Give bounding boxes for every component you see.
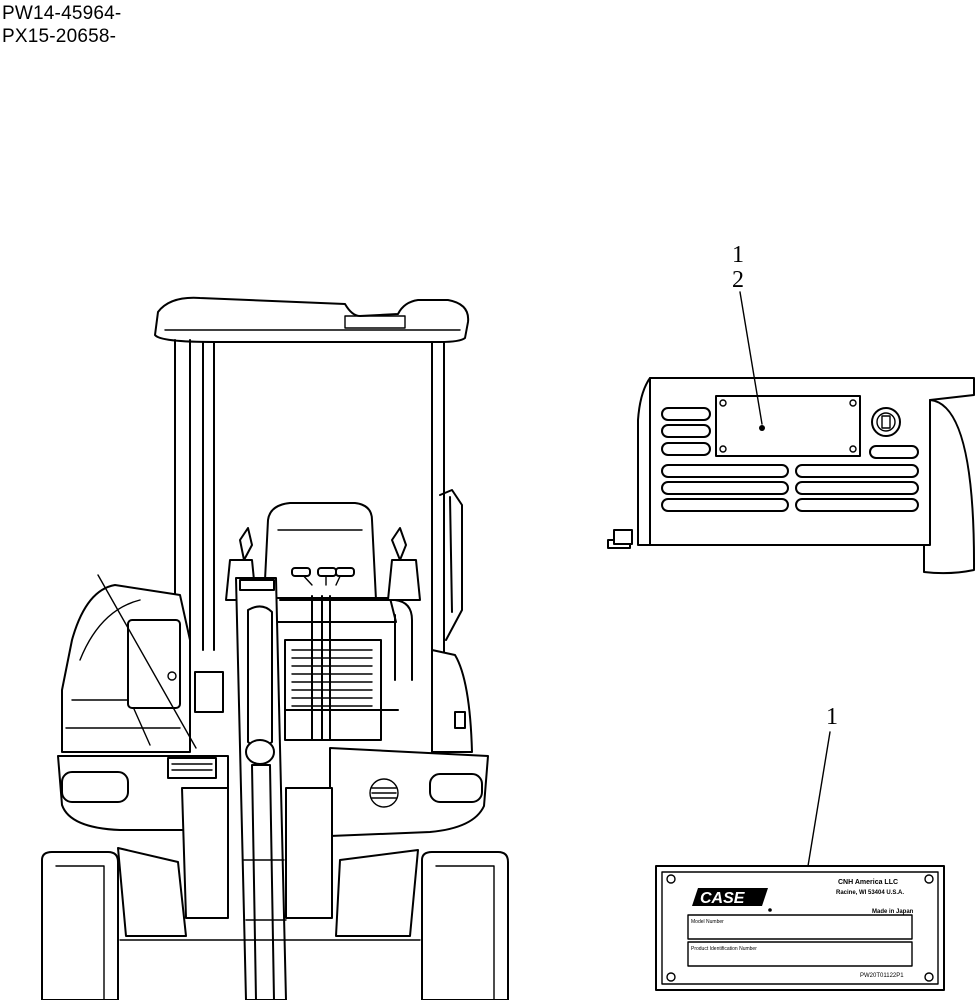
leader-line-excavator [97, 574, 197, 749]
callout-number-1-panel: 1 [732, 242, 744, 268]
case-logo: CASE [700, 890, 746, 907]
serial-range-start: PW14-45964- [2, 3, 122, 24]
name-plate-detail: 1 CASE CNH America LLC Racine, WI 53404 … [655, 704, 945, 991]
plate-part-code: PW20T01122P1 [860, 973, 904, 979]
canopy-roof [154, 296, 470, 343]
right-hood [431, 649, 473, 753]
plate-origin: Made in Japan [872, 909, 914, 915]
canopy-posts [174, 339, 463, 661]
vent-slots [661, 407, 919, 512]
model-number-label: Model Number [691, 919, 724, 925]
plate-location-detail: 1 2 [607, 242, 976, 575]
plate-address: Racine, WI 53404 U.S.A. [836, 890, 904, 896]
name-plate [655, 865, 945, 991]
callout-number-1-plate: 1 [826, 704, 838, 730]
model-number-field [687, 914, 913, 940]
pin-label: Product Identification Number [691, 946, 757, 952]
dozer-blade [117, 787, 421, 941]
hydraulic-cylinders [311, 595, 331, 741]
callout-number-2-panel: 2 [732, 267, 744, 293]
plate-company: CNH America LLC [838, 879, 898, 886]
leader-line-panel [739, 291, 763, 425]
engine-grille [284, 639, 382, 741]
excavator-rear-view [41, 296, 509, 1000]
boom-arm [235, 577, 287, 1000]
serial-range-end: PX15-20658- [2, 26, 117, 47]
lock-icon [871, 407, 901, 437]
label-location-marker [167, 757, 217, 779]
side-cover [127, 619, 181, 709]
leader-line-plate [807, 731, 831, 867]
identification-plate-position [715, 395, 861, 457]
crawler-tracks [41, 851, 509, 1000]
pin-field [687, 941, 913, 967]
